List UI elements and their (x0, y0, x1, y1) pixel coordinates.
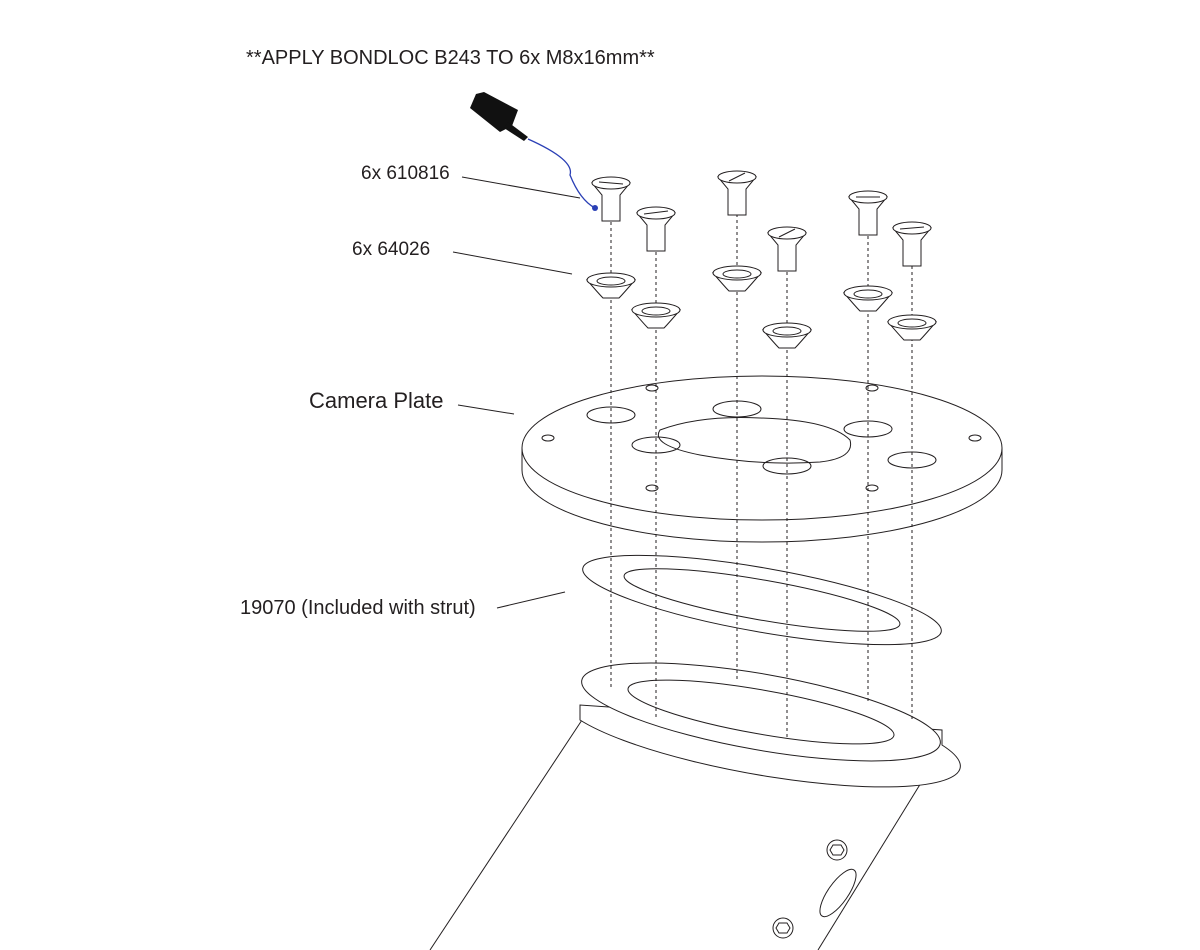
label-gasket: 19070 (Included with strut) (240, 597, 476, 619)
washers-64026 (585, 265, 938, 349)
label-camera-plate: Camera Plate (309, 388, 444, 413)
instruction-note: **APPLY BONDLOC B243 TO 6x M8x16mm** (246, 47, 655, 69)
camera-plate (521, 375, 1003, 543)
strut-flange (579, 662, 961, 788)
gasket-19070 (582, 554, 942, 646)
assembly-axes (610, 214, 913, 740)
leader-lines (452, 176, 581, 609)
screws-610816 (590, 170, 933, 272)
label-washers: 6x 64026 (352, 239, 431, 260)
label-screws: 6x 610816 (361, 163, 450, 184)
adhesive-bottle-icon (470, 92, 598, 211)
